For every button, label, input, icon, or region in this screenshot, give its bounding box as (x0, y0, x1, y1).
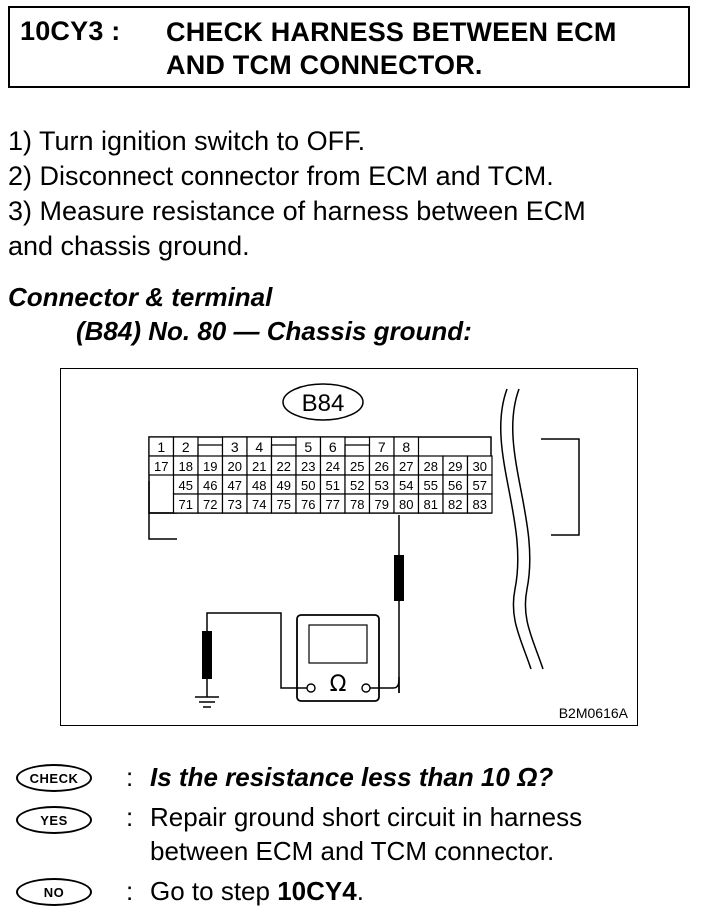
instruction-2: 2) Disconnect connector from ECM and TCM… (8, 161, 554, 191)
connector-pin-label: 51 (326, 478, 340, 493)
connector-key-slot (197, 444, 224, 456)
connector-pin-label: 6 (329, 439, 337, 455)
connector-pin-label: 45 (179, 478, 193, 493)
connector-pin-label: 2 (182, 439, 190, 455)
connector-key-slot (344, 444, 371, 456)
connector-pin-label: 57 (473, 478, 487, 493)
check-badge: CHECK (16, 764, 92, 792)
no-colon: : (126, 876, 134, 906)
yes-colon: : (126, 802, 134, 832)
connector-pin-label: 3 (231, 439, 239, 455)
meter-terminal-right (361, 683, 371, 693)
mating-connector (541, 438, 580, 536)
connector-pin-label: 27 (399, 459, 413, 474)
connector-pin-label: 22 (277, 459, 291, 474)
probe-1 (394, 555, 404, 601)
instruction-1: 1) Turn ignition switch to OFF. (8, 126, 366, 156)
connector-pin-label: 56 (448, 478, 462, 493)
connector-terminal-heading: Connector & terminal (8, 282, 273, 312)
connector-pin-label: 17 (154, 459, 168, 474)
connector-pin-label: 54 (399, 478, 413, 493)
connector-pin-label: 21 (252, 459, 266, 474)
break-line-1 (499, 388, 532, 670)
connector-pin-label: 79 (375, 497, 389, 512)
connector-pin-label: 82 (448, 497, 462, 512)
connector-latch (148, 481, 177, 540)
connector-pin-label: 76 (301, 497, 315, 512)
connector-pin-label: 20 (228, 459, 242, 474)
no-badge: NO (16, 878, 92, 906)
connector-pin-label: 48 (252, 478, 266, 493)
connector-pin-label: 25 (350, 459, 364, 474)
step-id: 10CY3 : (20, 16, 121, 46)
no-action-prefix: Go to step (150, 876, 278, 906)
connector-pin-label: 4 (255, 439, 263, 455)
connector-pin-label: 23 (301, 459, 315, 474)
connector-pin-label: 1 (157, 439, 165, 455)
connector-label-oval (282, 383, 364, 421)
connector-pin-label: 81 (424, 497, 438, 512)
connector-pin-cell (466, 493, 493, 514)
ohm-symbol: Ω (330, 672, 347, 697)
connector-terminal-spec: Connector & terminal (B84) No. 80 — Chas… (8, 280, 472, 348)
connector-pin-label: 7 (378, 439, 386, 455)
step-header-box: 10CY3 : CHECK HARNESS BETWEEN ECM AND TC… (8, 6, 690, 88)
meter-lead-right (370, 676, 400, 693)
break-line-2 (511, 388, 544, 670)
connector-label: B84 (302, 390, 345, 417)
connector-pin-label: 46 (203, 478, 217, 493)
instruction-3-cont: and chassis ground. (8, 231, 250, 261)
connector-pin-label: 83 (473, 497, 487, 512)
ground-icon (195, 696, 219, 708)
yes-action: Repair ground short circuit in harness b… (150, 800, 582, 868)
connector-pin-label: 78 (350, 497, 364, 512)
step-title-line1: CHECK HARNESS BETWEEN ECM (166, 17, 617, 47)
connector-pin-label: 74 (252, 497, 266, 512)
connector-pin-label: 73 (228, 497, 242, 512)
connector-pin-label: 71 (179, 497, 193, 512)
yes-badge: YES (16, 806, 92, 834)
connector-pin-label: 50 (301, 478, 315, 493)
check-question: Is the resistance less than 10 Ω? (150, 762, 554, 792)
connector-pin-label: 77 (326, 497, 340, 512)
connector-pin-label: 30 (473, 459, 487, 474)
connector-pin-label: 53 (375, 478, 389, 493)
probe-2 (202, 631, 212, 679)
connector-pin-label: 49 (277, 478, 291, 493)
connector-pin-label: 24 (326, 459, 340, 474)
multimeter-display (308, 624, 368, 664)
step-title-line2: AND TCM CONNECTOR. (166, 50, 483, 80)
connector-pin-label: 75 (277, 497, 291, 512)
no-action-suffix: . (356, 876, 364, 906)
ground-wire (206, 612, 307, 697)
yes-action-line2: between ECM and TCM connector. (150, 836, 555, 866)
connector-terminal-detail: (B84) No. 80 — Chassis ground: (76, 316, 472, 346)
connector-pin-label: 26 (375, 459, 389, 474)
check-colon: : (126, 762, 134, 792)
connector-pin-label: 28 (424, 459, 438, 474)
connector-pin-label: 47 (228, 478, 242, 493)
instruction-3: 3) Measure resistance of harness between… (8, 196, 586, 226)
connector-pin-label: 19 (203, 459, 217, 474)
step-title: CHECK HARNESS BETWEEN ECM AND TCM CONNEC… (166, 16, 617, 82)
no-action: Go to step 10CY4. (150, 874, 364, 908)
yes-action-line1: Repair ground short circuit in harness (150, 802, 583, 832)
instruction-list: 1) Turn ignition switch to OFF. 2) Disco… (8, 124, 586, 264)
meter-terminal-left (306, 683, 316, 693)
connector-pin-label: 55 (424, 478, 438, 493)
no-next-step: 10CY4 (277, 876, 357, 906)
figure-code: B2M0616A (559, 705, 629, 721)
connector-pin-label: 8 (402, 439, 410, 455)
connector-pin-label: 5 (304, 439, 312, 455)
connector-pin-label: 80 (399, 497, 413, 512)
connector-pin-label: 29 (448, 459, 462, 474)
connector-key-slot (270, 444, 297, 456)
connector-pin-label: 72 (203, 497, 217, 512)
connector-pin-label: 18 (179, 459, 193, 474)
connector-pin-label: 52 (350, 478, 364, 493)
